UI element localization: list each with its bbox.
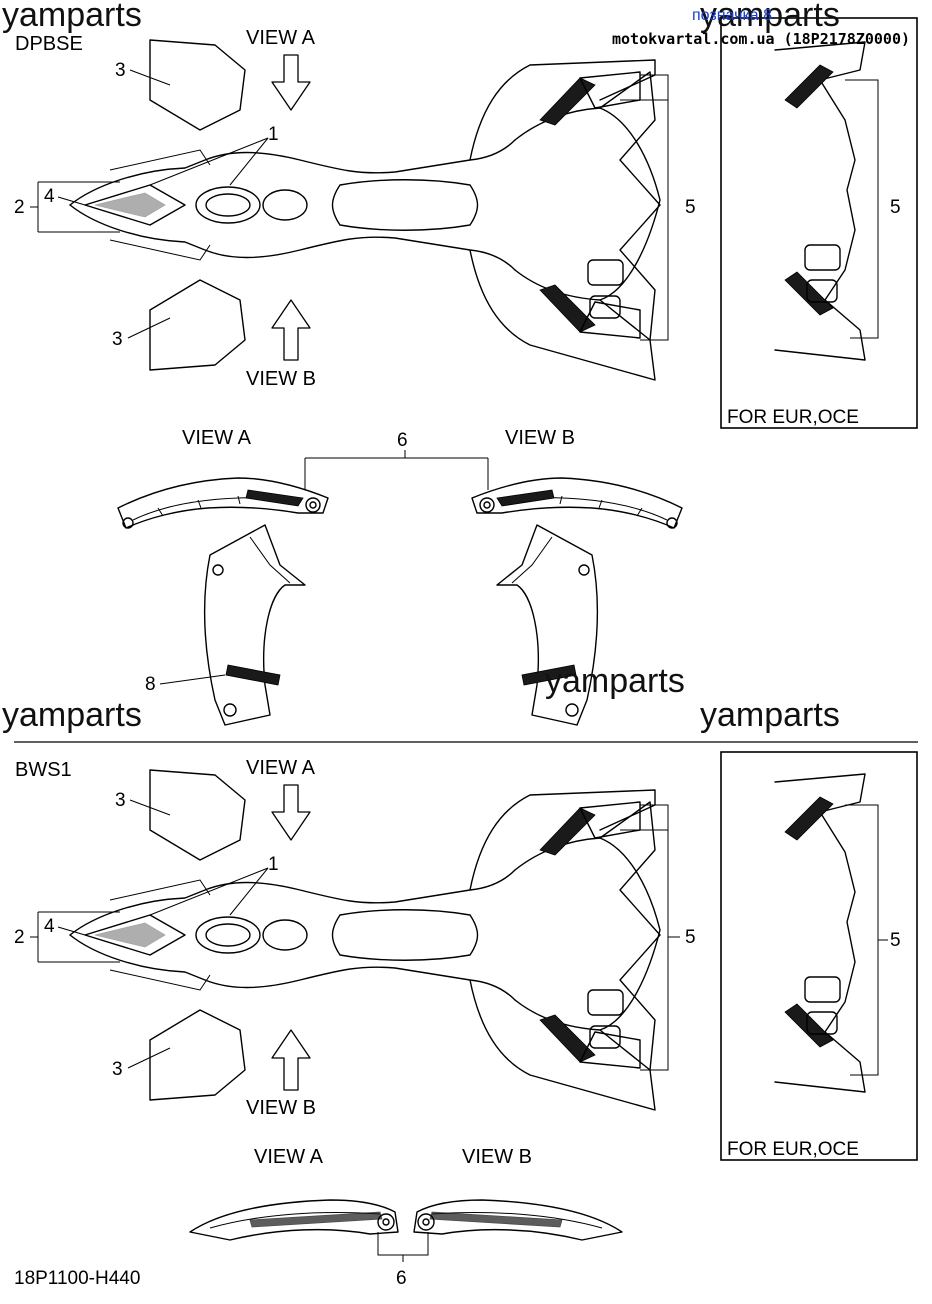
body-panel-top-view: [69, 39, 661, 381]
view-b-label: VIEW B: [246, 368, 316, 390]
callout-3-lower: 3: [112, 1059, 123, 1080]
view-a-label: VIEW A: [246, 27, 316, 49]
inset-caption: FOR EUR,OCE: [727, 407, 859, 428]
inset-rear-panel: [774, 773, 866, 1093]
callout-5: 5: [685, 197, 696, 218]
view-a-label: VIEW A: [246, 757, 316, 779]
lower-view-a-label: VIEW A: [254, 1146, 324, 1168]
side-fairing-view-b: [471, 477, 683, 529]
lower-view-b-label: VIEW B: [505, 427, 575, 449]
section-code: BWS1: [15, 759, 72, 781]
callout-1: 1: [268, 124, 279, 145]
view-b-arrow-icon: [271, 1029, 311, 1091]
leg-panel-left: [203, 524, 306, 726]
inset-caption: FOR EUR,OCE: [727, 1139, 859, 1160]
section-code: DPBSE: [15, 33, 83, 55]
stamp-site: motokvartal.com.ua (18P2178Z0000): [612, 30, 910, 48]
callout-8: 8: [145, 674, 156, 695]
stamp-note: позначка 8: [692, 7, 772, 24]
side-fairing-view-a: [117, 477, 329, 529]
section-dpbse: DPBSE VIEW A VIEW B 3 1 4 2 3 5 5 FOR EU…: [14, 17, 918, 726]
callout-4: 4: [44, 916, 55, 937]
callout-1: 1: [268, 854, 279, 875]
view-b-arrow-icon: [271, 299, 311, 361]
callout-2: 2: [14, 197, 25, 218]
tail-piece-view-a: [189, 1199, 399, 1241]
tail-piece-view-b: [413, 1199, 623, 1241]
callout-4: 4: [44, 186, 55, 207]
body-panel-top-view: [69, 769, 661, 1111]
watermark: yamparts: [700, 696, 840, 734]
callout-3-upper: 3: [115, 60, 126, 81]
callout-5: 5: [685, 927, 696, 948]
inset-frame: [720, 17, 918, 429]
callout-3-lower: 3: [112, 329, 123, 350]
callout-6: 6: [397, 430, 408, 451]
view-b-label: VIEW B: [246, 1097, 316, 1119]
part-code: 18P1100-H440: [14, 1268, 140, 1289]
lower-view-a-label: VIEW A: [182, 427, 252, 449]
callout-2: 2: [14, 927, 25, 948]
lower-view-b-label: VIEW B: [462, 1146, 532, 1168]
view-a-arrow-icon: [271, 54, 311, 111]
inset-frame: [720, 751, 918, 1161]
callout-6: 6: [396, 1268, 407, 1289]
watermark: yamparts: [2, 696, 142, 734]
inset-callout-5: 5: [890, 197, 901, 218]
watermark: yamparts: [700, 0, 840, 34]
callout-3-upper: 3: [115, 790, 126, 811]
inset-callout-5: 5: [890, 930, 901, 951]
inset-rear-panel: [774, 41, 866, 361]
section-bws1: BWS1 VIEW A VIEW B 3 1 4 2 3 5 5 FOR EUR…: [14, 751, 918, 1289]
watermark: yamparts: [2, 0, 142, 34]
view-a-arrow-icon: [271, 784, 311, 841]
watermark: yamparts: [545, 662, 685, 700]
